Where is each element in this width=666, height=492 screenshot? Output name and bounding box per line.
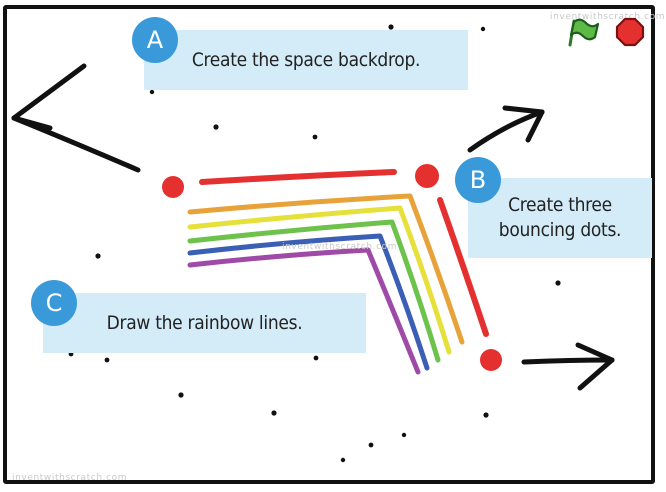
stop-sign-icon: [615, 17, 645, 47]
star: [340, 457, 346, 463]
star: [555, 280, 561, 286]
bouncing-dots: [162, 164, 502, 371]
rainbow-line-orange: [187, 193, 465, 345]
star: [483, 412, 489, 418]
bouncing-dot: [162, 176, 184, 198]
star: [271, 410, 277, 416]
star: [312, 134, 318, 140]
star: [480, 26, 486, 32]
star: [149, 89, 155, 95]
star: [388, 24, 394, 30]
arrow-upper-right: [467, 105, 545, 153]
watermark-bottom-left: inventwithscratch.com: [12, 473, 128, 483]
watermark-center: inventwithscratch.com: [282, 242, 398, 252]
arrow-upper-left: [11, 63, 141, 173]
rainbow-lines: [187, 193, 465, 375]
stage-frame: [3, 5, 655, 484]
badge-b: B: [455, 157, 501, 203]
callout-b: Create three bouncing dots.: [468, 178, 652, 258]
badge-c: C: [31, 280, 77, 326]
badge-a: A: [132, 17, 178, 63]
callout-a-text: Create the space backdrop.: [191, 48, 421, 71]
green-flag-icon: [568, 18, 600, 47]
arrow-right: [521, 342, 615, 391]
star: [213, 124, 219, 130]
star: [368, 442, 374, 448]
callout-c-text: Draw the rainbow lines.: [106, 311, 303, 334]
star: [313, 355, 319, 361]
bouncing-dot: [415, 164, 439, 188]
red-line-top: [199, 169, 397, 185]
callout-b-text: Create three bouncing dots.: [498, 194, 622, 241]
rainbow-line-purple: [187, 247, 421, 375]
callout-a: Create the space backdrop.: [144, 30, 468, 90]
star: [104, 357, 110, 363]
callout-c: Draw the rainbow lines.: [43, 293, 366, 353]
rainbow-line-blue: [187, 233, 430, 371]
star: [95, 253, 101, 259]
watermark-top-right: inventwithscratch.com: [550, 12, 666, 22]
red-line-diagonal: [437, 197, 489, 337]
bouncing-dot: [480, 349, 502, 371]
green-flag-button[interactable]: [562, 15, 602, 49]
stop-button[interactable]: [615, 17, 645, 47]
rainbow-line-yellow: [187, 205, 452, 355]
star: [178, 392, 184, 398]
star: [401, 432, 407, 438]
rainbow-line-green: [187, 219, 441, 363]
